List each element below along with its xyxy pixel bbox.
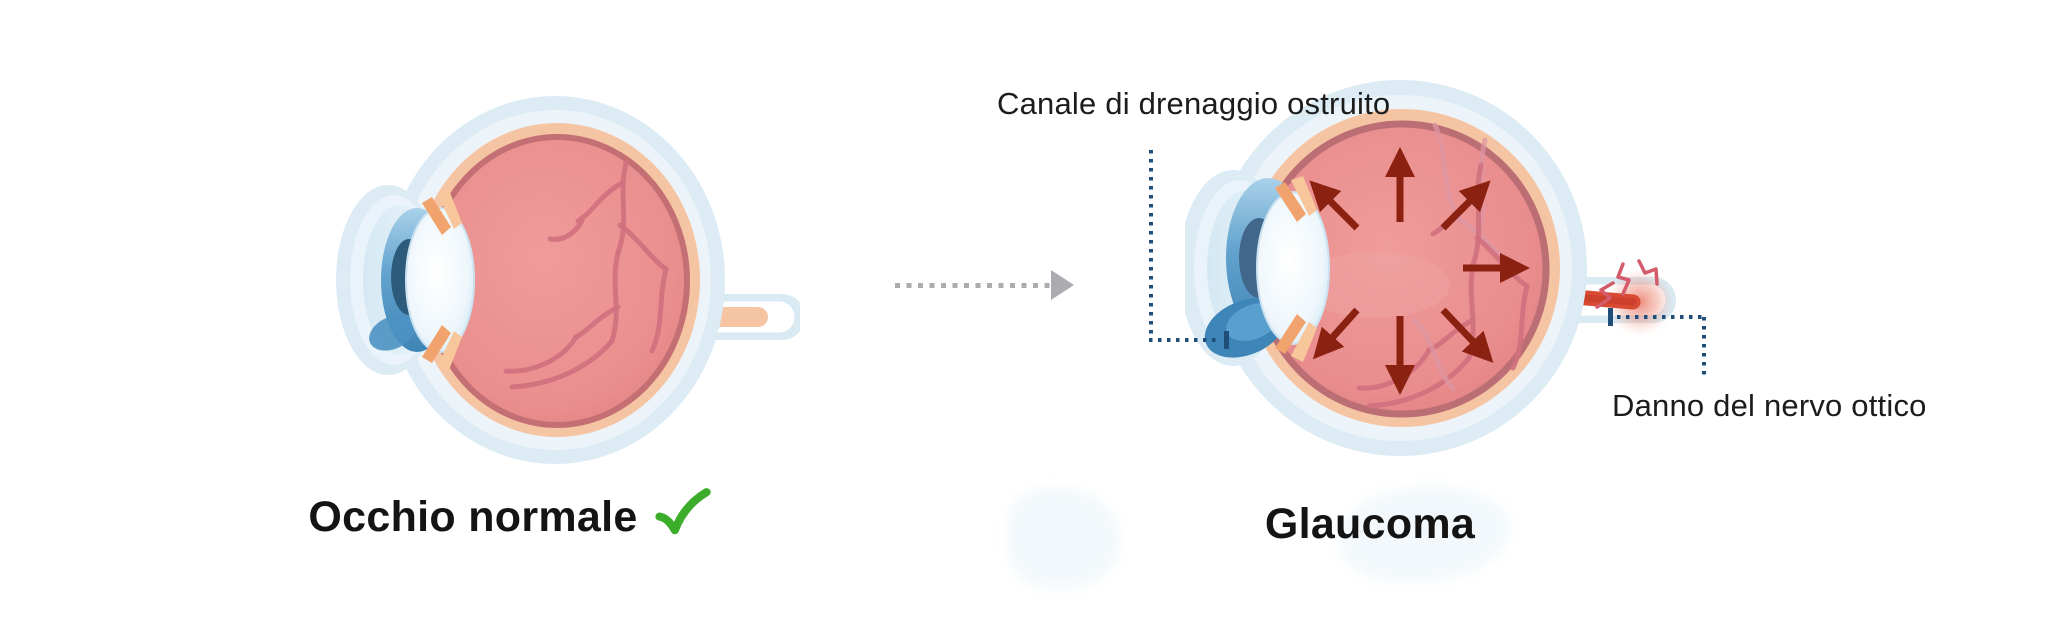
- glaucoma-eye-illustration: [1185, 80, 1676, 456]
- cornea-lens-assembly: [1185, 170, 1330, 366]
- drainage-leader-tick: [1224, 331, 1229, 349]
- eyeball-layers: [385, 96, 725, 464]
- background-smudge: [1008, 488, 1120, 588]
- nerve-leader-line: [1702, 317, 1706, 375]
- drainage-leader-line: [1149, 150, 1153, 338]
- ciliary-muscle: [422, 190, 462, 370]
- lens: [1256, 191, 1330, 345]
- normal-caption-text: Occhio normale: [308, 493, 638, 541]
- drainage-canal-label: Canale di drenaggio ostruito: [997, 86, 1391, 121]
- ciliary-muscle: [1275, 176, 1317, 362]
- transition-arrow-icon: [1051, 270, 1074, 300]
- checkmark-icon: [654, 487, 711, 534]
- lens: [405, 207, 475, 353]
- pressure-arrows: [1309, 146, 1531, 396]
- glaucoma-caption-text: Glaucoma: [1264, 500, 1476, 548]
- optic-nerve-damage-label: Danno del nervo ottico: [1612, 388, 1927, 423]
- nerve-leader-tick: [1608, 308, 1613, 326]
- pain-flash-icon: [1595, 259, 1659, 309]
- drainage-leader-line: [1149, 338, 1221, 342]
- normal-eye-illustration: [336, 96, 800, 464]
- normal-eye-caption: Occhio normale: [290, 487, 730, 542]
- cornea-lens-assembly: [336, 185, 475, 375]
- nerve-leader-line: [1617, 315, 1705, 319]
- glaucoma-caption: Glaucoma: [1175, 500, 1565, 549]
- retinal-vessels: [503, 160, 669, 390]
- transition-arrow-line: [895, 283, 1050, 288]
- drainage-bulge: [369, 315, 415, 351]
